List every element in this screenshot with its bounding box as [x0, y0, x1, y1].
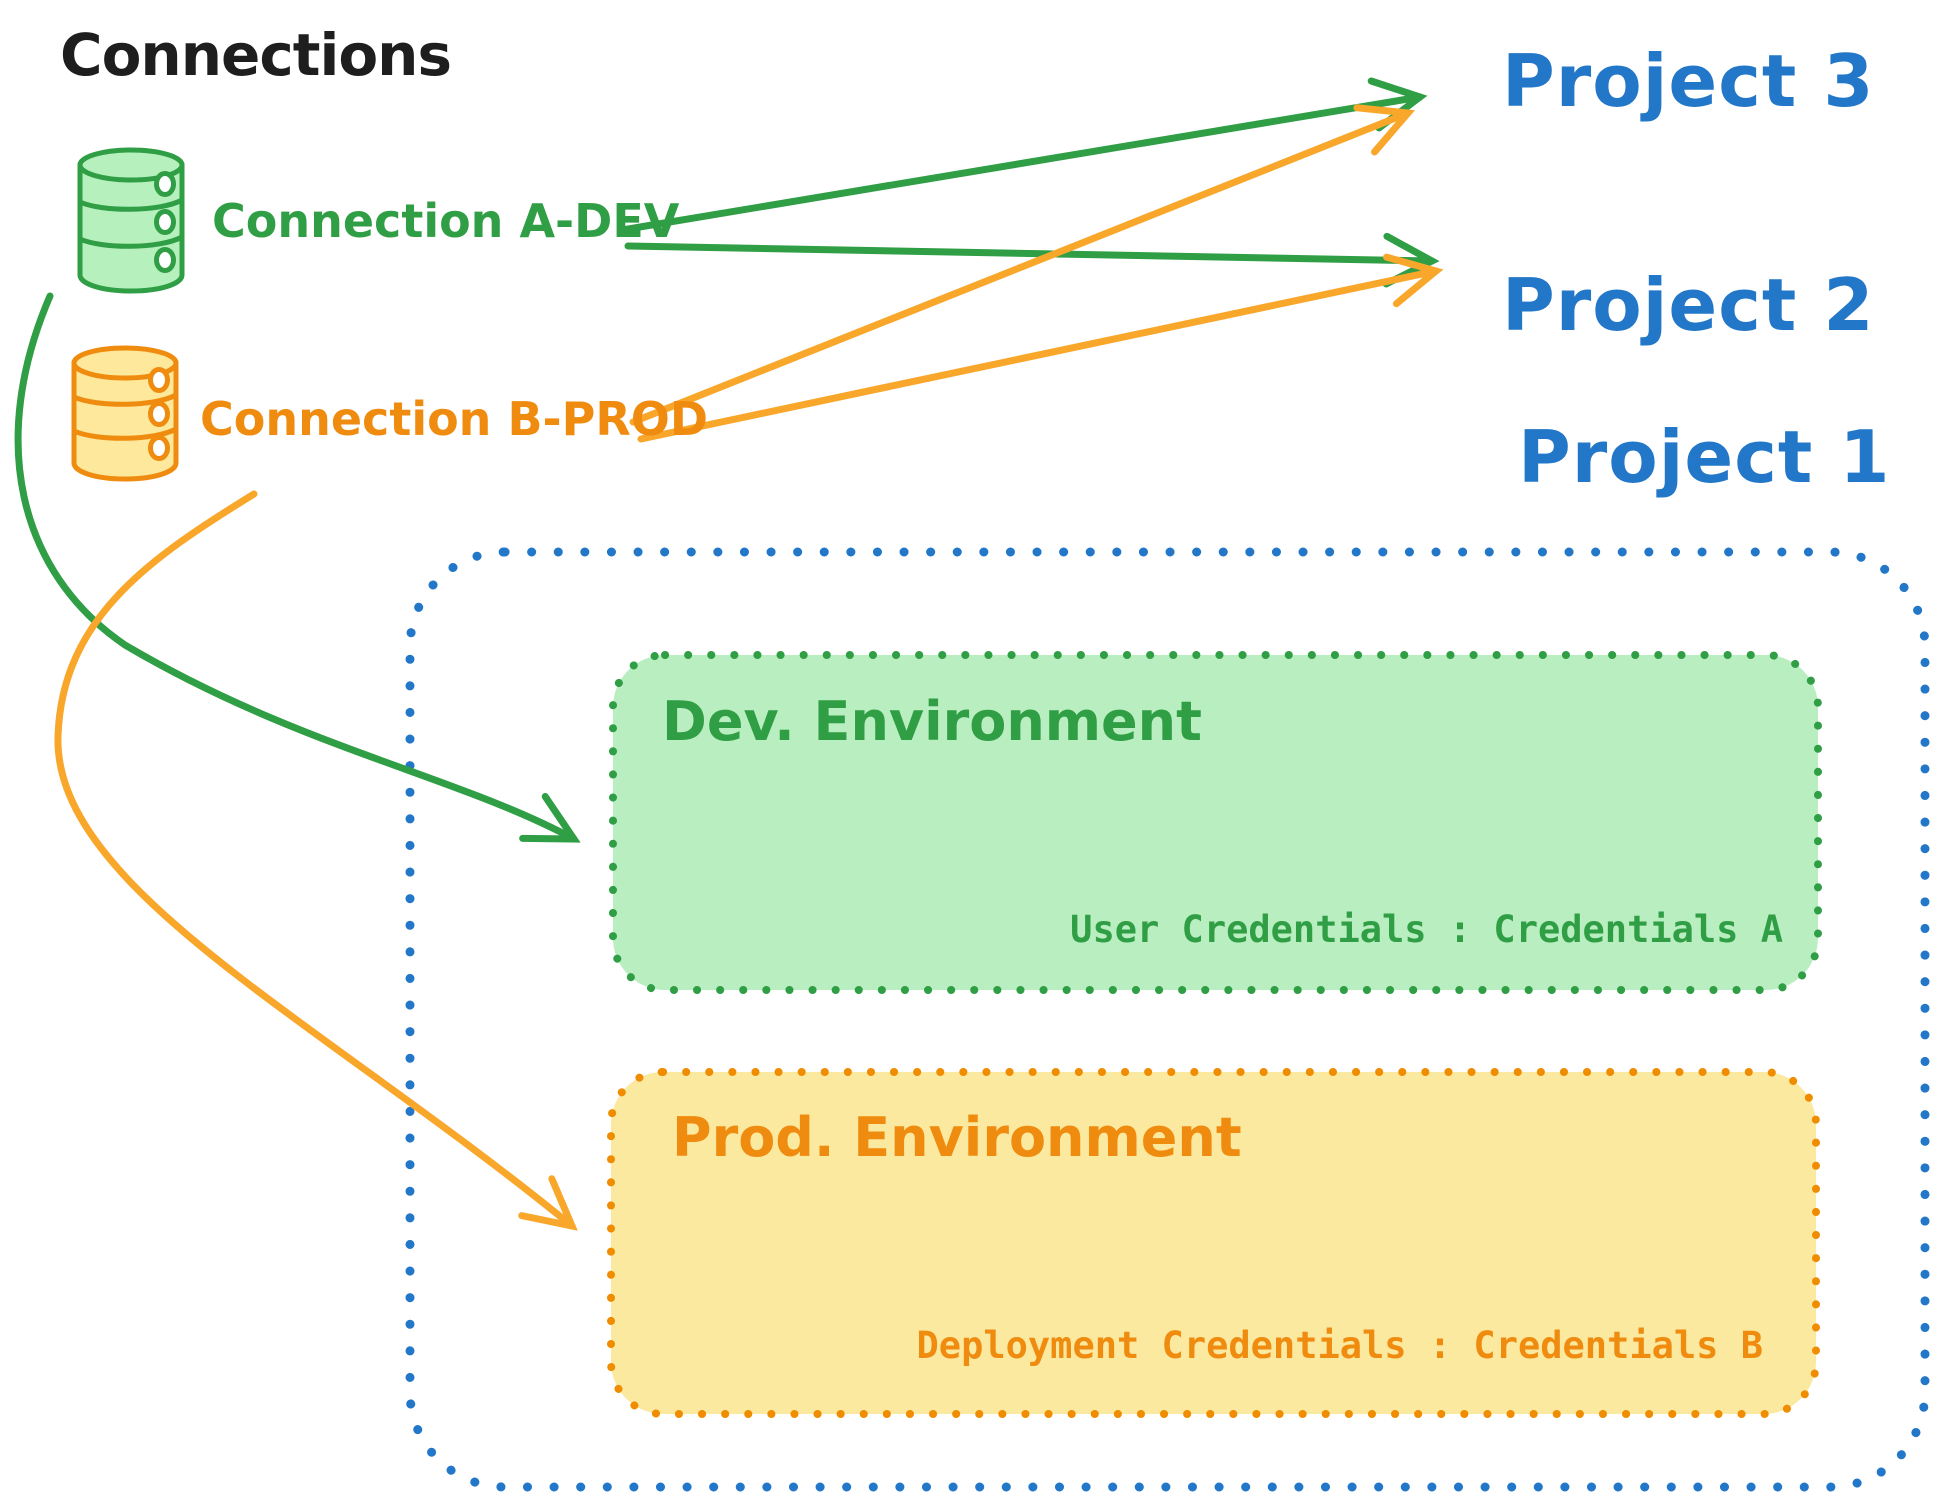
project1-container-box	[405, 547, 1930, 1492]
prod-environment-credentials: Deployment Credentials : Credentials B	[916, 1324, 1763, 1367]
prod-environment-box	[607, 1068, 1820, 1418]
arrow-adev-to-project2	[624, 232, 1440, 288]
prod-environment-title: Prod. Environment	[672, 1106, 1242, 1169]
arrow-bprod-to-prod-environment	[54, 490, 578, 1231]
dev-environment-credentials: User Credentials : Credentials A	[1070, 908, 1783, 951]
dev-environment-title: Dev. Environment	[662, 690, 1202, 753]
dev-environment-box	[609, 651, 1822, 994]
arrow-bprod-to-project3	[629, 104, 1416, 426]
connection-a-dev-label: Connection A-DEV	[212, 194, 680, 248]
database-icon-prod	[71, 345, 179, 482]
database-icon-dev	[77, 147, 185, 294]
connection-b-prod-label: Connection B-PROD	[200, 392, 709, 446]
diagram-title: Connections	[60, 21, 452, 89]
project-2-label: Project 2	[1502, 263, 1875, 347]
project-1-label: Project 1	[1518, 415, 1891, 499]
arrow-adev-to-project3	[618, 77, 1428, 234]
arrow-adev-to-dev-environment	[14, 292, 581, 843]
arrow-bprod-to-project2	[637, 253, 1444, 443]
project-3-label: Project 3	[1502, 39, 1875, 123]
